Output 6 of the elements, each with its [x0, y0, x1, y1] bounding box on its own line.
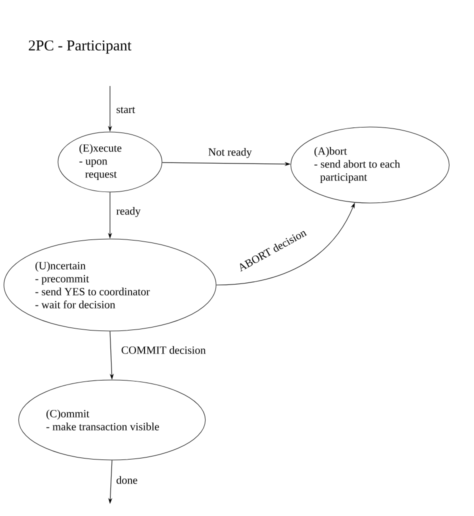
edge-label: ready	[115, 206, 142, 218]
title: 2PC - Participant	[28, 40, 132, 54]
edge-label: Not ready	[207, 147, 253, 159]
edge-label: start	[115, 106, 136, 114]
edge-label: done	[115, 475, 139, 485]
edge-label: COMMIT decision	[120, 345, 207, 355]
